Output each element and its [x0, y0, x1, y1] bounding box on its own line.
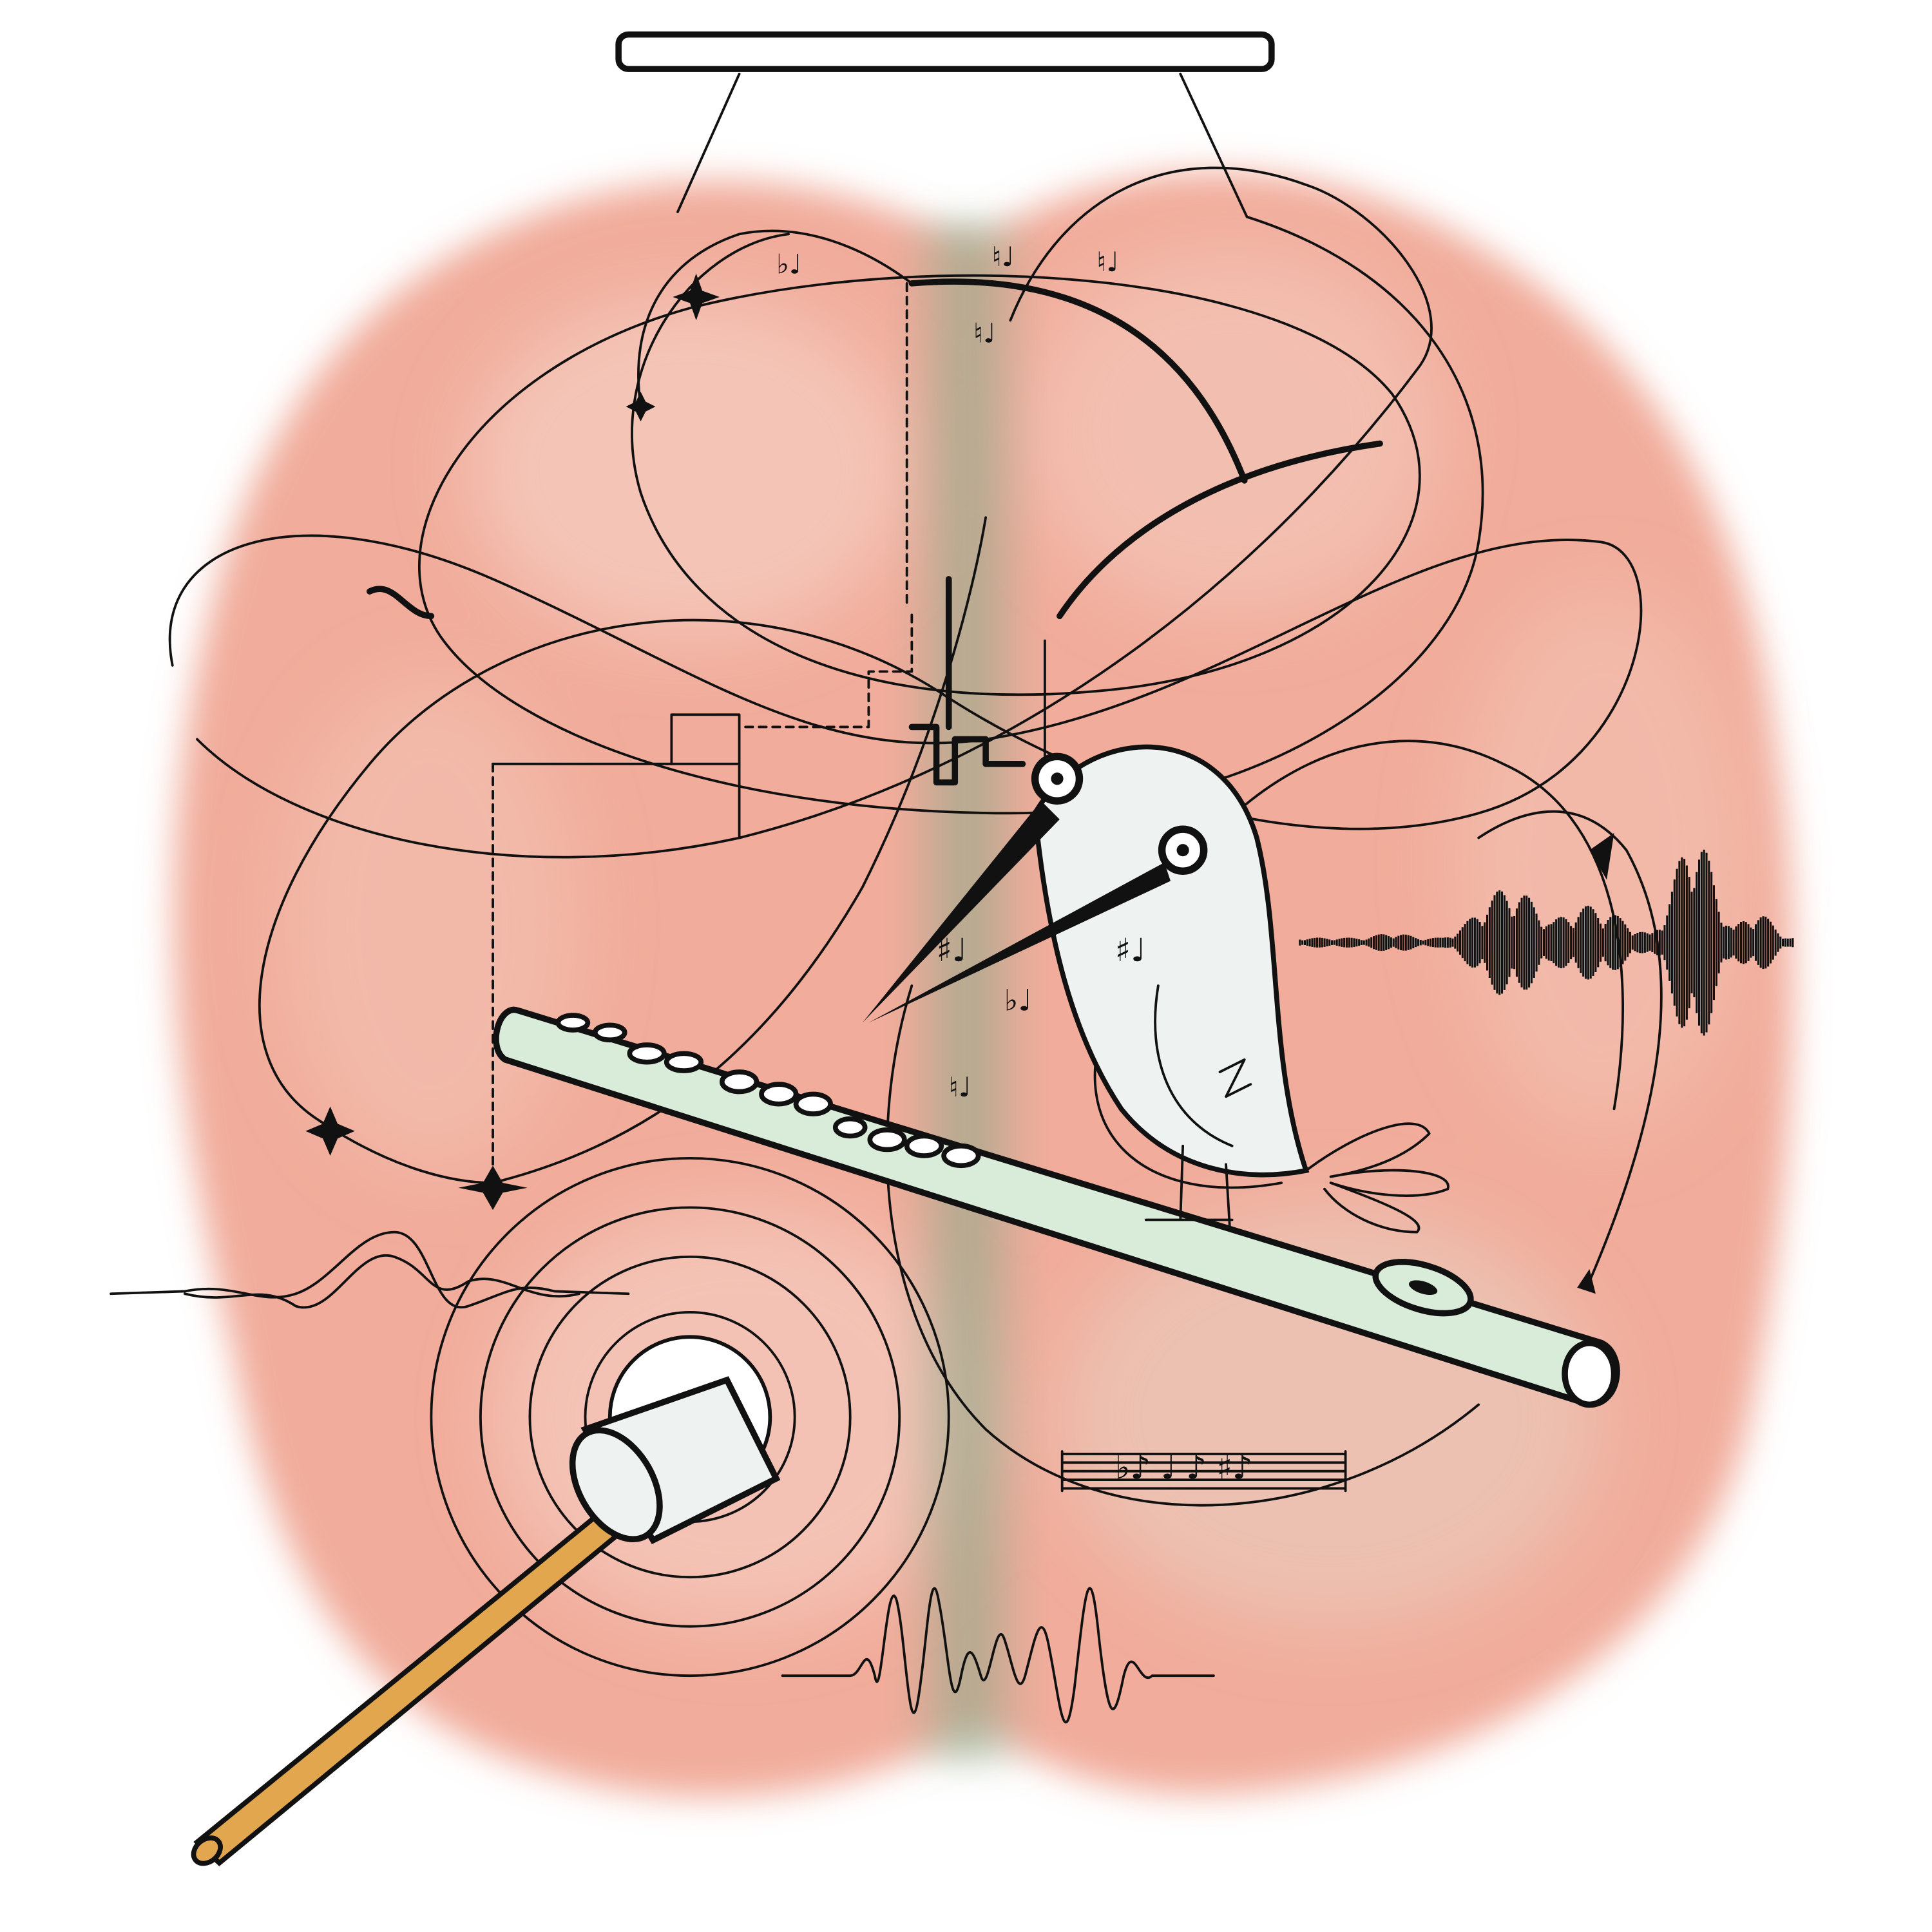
svg-text:♮♩: ♮♩: [992, 241, 1015, 273]
star-icon: [673, 273, 720, 321]
hanging-bar: [615, 31, 1275, 218]
svg-text:♮♩: ♮♩: [949, 1071, 971, 1103]
star-icon: [458, 1165, 528, 1210]
svg-text:♮♩: ♮♩: [1096, 246, 1119, 278]
svg-text:♮♩: ♮♩: [973, 318, 996, 349]
svg-text:♭♩: ♭♩: [1004, 982, 1032, 1017]
mallet: [191, 1376, 781, 1866]
step-plot: [492, 282, 1046, 1185]
waveform-right: [1299, 849, 1794, 1036]
green-midline: [899, 222, 1035, 1763]
waveform-bars: [1299, 849, 1794, 1036]
arrow-marker-icon: [1589, 832, 1614, 880]
music-staff: ♭♪ ♩ ♪ ♯♪: [1060, 1449, 1347, 1493]
wave-left: [110, 1230, 630, 1309]
arrow-marker-icon: [1577, 1269, 1596, 1294]
staff-notes: ♭♪ ♩ ♪ ♯♪: [1115, 1449, 1253, 1486]
star-icon: [626, 392, 656, 422]
star-icon: [305, 1106, 355, 1156]
flute: [493, 1006, 1620, 1408]
svg-text:♯♩: ♯♩: [1115, 932, 1146, 969]
wave-bottom: [781, 1587, 1215, 1724]
svg-text:♯♩: ♯♩: [937, 932, 968, 969]
svg-text:♭♩: ♭♩: [776, 249, 802, 280]
bird: [862, 744, 1449, 1234]
music-notes: ♭♩ ♮♩ ♮♩ ♮♩ ♯♩ ♭♩ ♮♩ ♯♩: [776, 241, 1145, 1103]
